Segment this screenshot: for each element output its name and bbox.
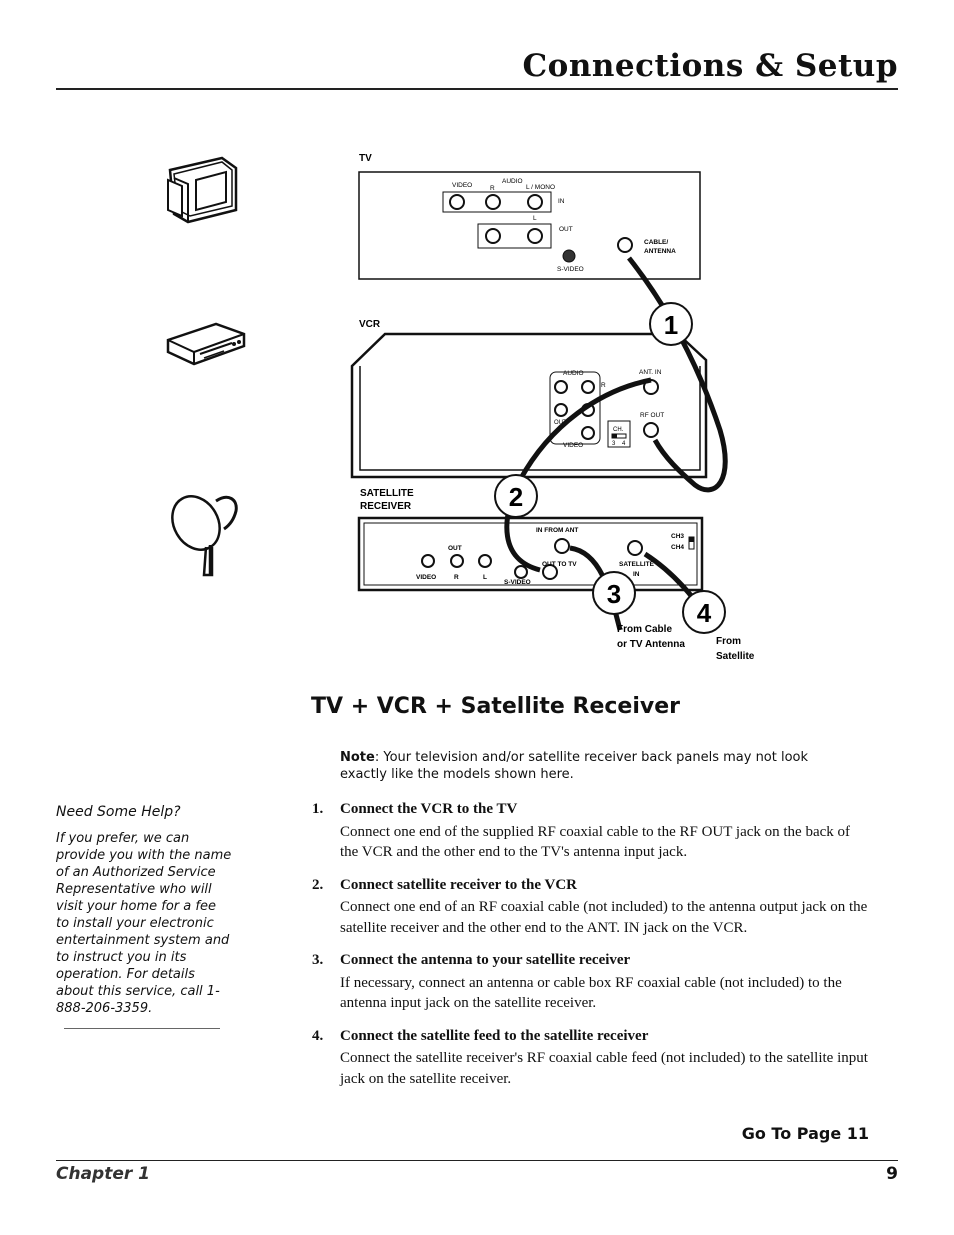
from-satellite-line1: From — [716, 636, 741, 647]
sat-label-line1: SATELLITE — [360, 488, 414, 499]
note-label: Note — [340, 750, 375, 765]
tv-svideo-label: S-VIDEO — [557, 266, 584, 273]
sat-out-to-tv-label: OUT TO TV — [542, 561, 577, 568]
callout-1: 1 — [649, 302, 693, 346]
step-heading: Connect the satellite feed to the satell… — [340, 1027, 649, 1044]
note-text: : Your television and/or satellite recei… — [340, 750, 809, 782]
tv-video-label: VIDEO — [452, 182, 472, 189]
satellite-dish-icon — [171, 495, 238, 577]
step-text: Connect one end of the supplied RF coaxi… — [340, 823, 851, 861]
step-number: 4. — [312, 1027, 324, 1044]
tv-audio-label: AUDIO — [502, 178, 523, 185]
callout-4-number: 4 — [697, 598, 712, 628]
vcr-back-panel — [350, 332, 708, 479]
go-to-page-link[interactable]: Go To Page 11 — [741, 1124, 869, 1143]
page-number: 9 — [886, 1164, 898, 1184]
step-heading: Connect satellite receiver to the VCR — [340, 876, 578, 893]
help-sidebar: Need Some Help? If you prefer, we can pr… — [56, 804, 232, 1017]
sat-in-from-ant-jack — [554, 538, 570, 554]
tv-audio-r-jack — [485, 194, 501, 210]
step-text: Connect the satellite receiver's RF coax… — [340, 1050, 868, 1087]
tv-out-label: OUT — [559, 226, 573, 233]
sat-out-to-tv-jack — [542, 564, 558, 580]
section-title: TV + VCR + Satellite Receiver — [311, 694, 680, 719]
tv-r-label: R — [490, 185, 495, 192]
vcr-audio-label: AUDIO — [563, 370, 584, 377]
sat-video-label: VIDEO — [416, 574, 436, 581]
tv-in-label: IN — [558, 198, 565, 205]
step-heading: Connect the VCR to the TV — [340, 801, 518, 817]
vcr-r-label: R — [601, 382, 606, 389]
sat-l-label: L — [483, 574, 487, 581]
sat-r-label: R — [454, 574, 459, 581]
help-divider — [64, 1028, 220, 1029]
vcr-ant-in-label: ANT. IN — [639, 369, 662, 376]
callout-4: 4 — [682, 590, 726, 634]
footer-chapter: Chapter 1 — [56, 1164, 151, 1184]
tv-l-label: L — [533, 215, 537, 222]
tv-label: TV — [359, 153, 372, 164]
callout-2-number: 2 — [509, 482, 523, 512]
step-heading: Connect the antenna to your satellite re… — [340, 952, 631, 968]
vcr-rf-out-label: RF OUT — [640, 412, 664, 419]
sat-ch3-label: CH3 — [671, 533, 684, 540]
page-header-title: Connections & Setup — [522, 48, 898, 84]
step-3: 3. Connect the antenna to your satellite … — [312, 950, 872, 1014]
step-text: Connect one end of an RF coaxial cable (… — [340, 899, 868, 936]
step-number: 1. — [312, 801, 324, 817]
vcr-ch3-label: 3 — [612, 441, 616, 447]
callout-3-number: 3 — [607, 579, 621, 609]
footer-rule — [56, 1160, 898, 1161]
vcr-ch-label: CH. — [613, 427, 624, 433]
from-cable-line1: From Cable — [617, 624, 672, 635]
tv-antenna-label: ANTENNA — [644, 248, 676, 255]
step-number: 2. — [312, 876, 324, 893]
sat-satellite-in-jack — [627, 540, 643, 556]
satellite-receiver-panel — [357, 516, 704, 592]
step-1: 1. Connect the VCR to the TV Connect one … — [312, 799, 872, 863]
tv-out-r-jack — [485, 228, 501, 244]
vcr-icon — [166, 322, 246, 366]
tv-back-panel — [358, 171, 701, 280]
from-satellite-line2: Satellite — [716, 651, 755, 662]
vcr-ch4-label: 4 — [622, 441, 626, 447]
sat-satellite-label: SATELLITE — [619, 561, 655, 568]
callout-2: 2 — [494, 474, 538, 518]
header-rule — [56, 88, 898, 90]
tv-cable-label: CABLE/ — [644, 239, 668, 246]
vcr-out-label: OUT — [554, 420, 567, 426]
help-title: Need Some Help? — [56, 804, 181, 820]
tv-video-jack — [449, 194, 465, 210]
vcr-label: VCR — [359, 319, 381, 330]
vcr-rf-out-jack — [643, 422, 659, 438]
note-block: Note: Your television and/or satellite r… — [340, 749, 850, 783]
step-4: 4. Connect the satellite feed to the sate… — [312, 1026, 872, 1090]
tv-antenna-jack — [617, 237, 633, 253]
help-text: If you prefer, we can provide you with t… — [56, 831, 232, 1016]
sat-out-label: OUT — [448, 545, 462, 552]
connection-diagram: TV VIDEO AUDIO R L / MONO L IN OUT S-VID… — [350, 153, 755, 662]
tv-icon — [167, 156, 238, 224]
step-text: If necessary, connect an antenna or cabl… — [340, 974, 842, 1012]
sat-svideo-label: S-VIDEO — [504, 579, 531, 586]
from-cable-line2: or TV Antenna — [617, 639, 685, 650]
vcr-video-label: VIDEO — [563, 442, 583, 449]
sat-in-label: IN — [633, 571, 640, 578]
callout-1-number: 1 — [664, 310, 678, 340]
tv-audio-l-jack — [527, 194, 543, 210]
tv-svideo-jack — [562, 249, 576, 263]
sat-label-line2: RECEIVER — [360, 501, 412, 512]
steps-list: 1. Connect the VCR to the TV Connect one … — [312, 799, 872, 1101]
callout-3: 3 — [592, 571, 636, 615]
sat-ch4-label: CH4 — [671, 544, 684, 551]
sat-in-from-ant-label: IN FROM ANT — [536, 527, 578, 534]
step-2: 2.Connect satellite receiver to the VCR … — [312, 875, 872, 939]
tv-out-l-jack — [527, 228, 543, 244]
tv-lmono-label: L / MONO — [526, 184, 555, 191]
step-number: 3. — [312, 952, 324, 968]
